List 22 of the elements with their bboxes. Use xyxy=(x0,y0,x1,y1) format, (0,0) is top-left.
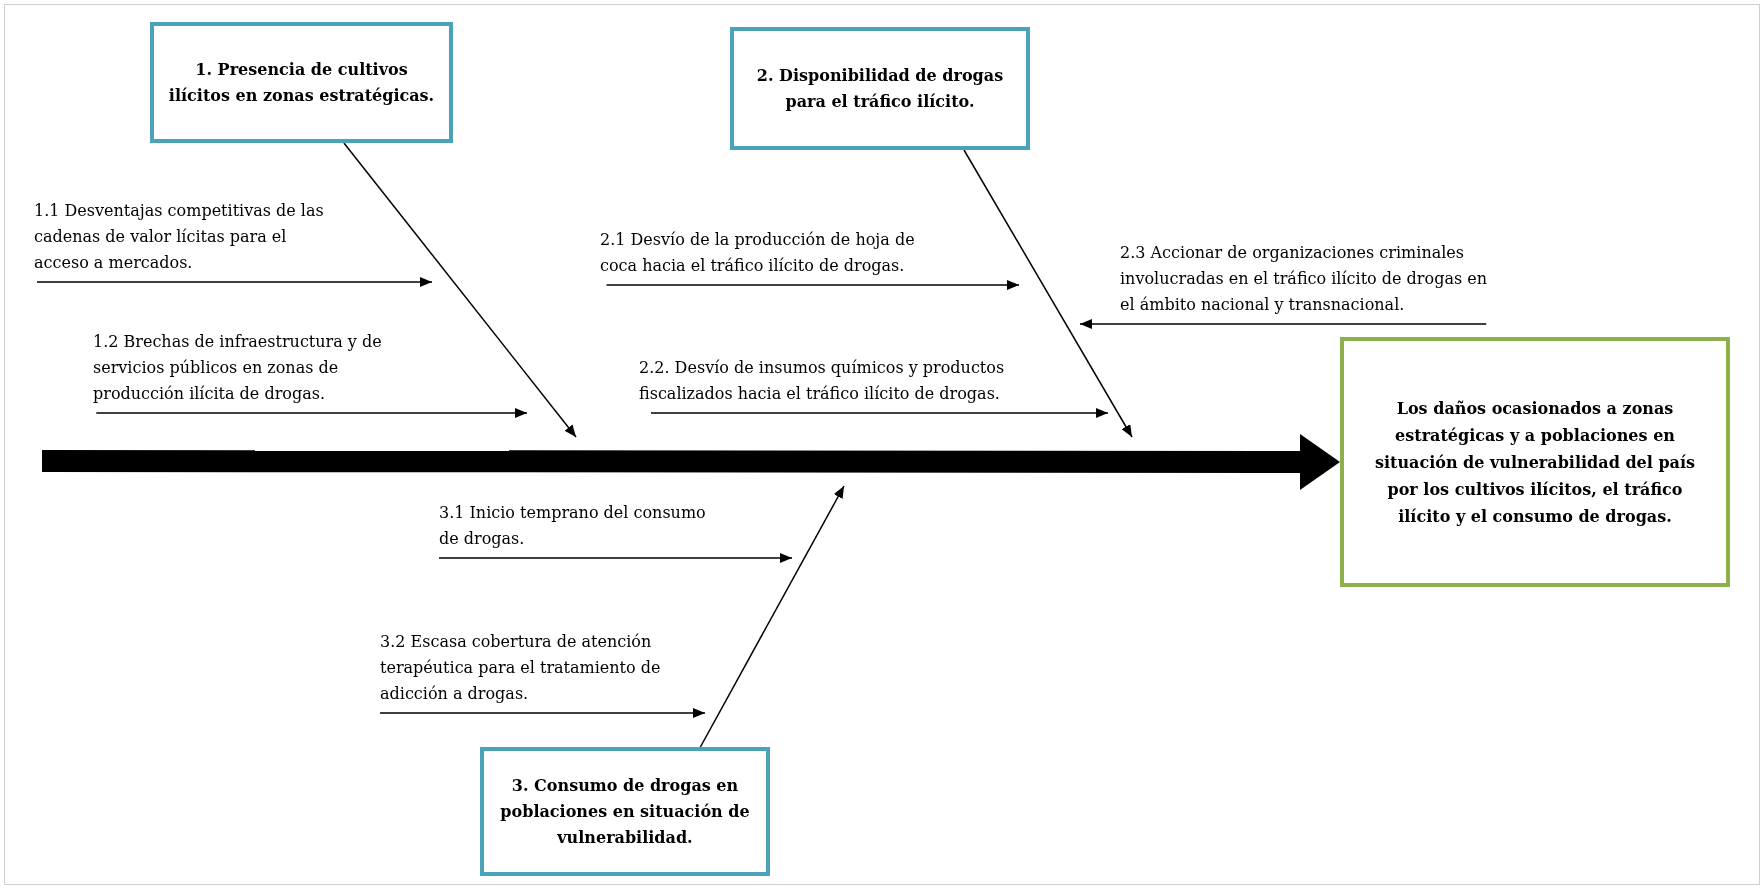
cause-text: 3.1 Inicio temprano del consumo de drogas. xyxy=(439,500,729,552)
category-box: 1. Presencia de cultivos ilícitos en zonas estratégicas. xyxy=(150,22,453,143)
spine-arrow xyxy=(42,433,1340,490)
cause-text: 2.2. Desvío de insumos químicos y productos fiscalizados hacia el tráfico ilícito de drogas. xyxy=(639,355,1039,407)
arrow xyxy=(379,708,706,718)
arrow xyxy=(343,142,577,438)
category-box: 3. Consumo de drogas en poblaciones en situación de vulnerabilidad. xyxy=(480,747,770,876)
cause-text: 1.2 Brechas de infraestructura y de servicios públicos en zonas de producción ilícita de drogas. xyxy=(93,329,423,407)
arrow xyxy=(95,408,528,418)
arrow xyxy=(963,149,1133,438)
arrow xyxy=(36,277,433,287)
arrow xyxy=(1079,319,1488,329)
effect-box: Los daños ocasionados a zonas estratégicas y a poblaciones en situación de vulnerabilidad del país por los cultivos ilícitos, el tráfico ilícito y el consumo de drogas. xyxy=(1340,337,1730,587)
cause-text: 1.1 Desventajas competitivas de las cadenas de valor lícitas para el acceso a mercados. xyxy=(34,198,334,276)
cause-text: 2.1 Desvío de la producción de hoja de coca hacia el tráfico ilícito de drogas. xyxy=(600,227,930,279)
cause-text: 2.3 Accionar de organizaciones criminales involucradas en el tráfico ilícito de drogas en el ámbito nacional y transnacional. xyxy=(1120,240,1490,318)
arrow xyxy=(605,280,1020,290)
cause-text: 3.2 Escasa cobertura de atención terapéutica para el tratamiento de adicción a drogas. xyxy=(380,629,680,707)
arrow xyxy=(650,408,1109,418)
arrow xyxy=(699,485,845,748)
category-box: 2. Disponibilidad de drogas para el tráfico ilícito. xyxy=(730,27,1030,150)
arrow xyxy=(438,553,793,563)
